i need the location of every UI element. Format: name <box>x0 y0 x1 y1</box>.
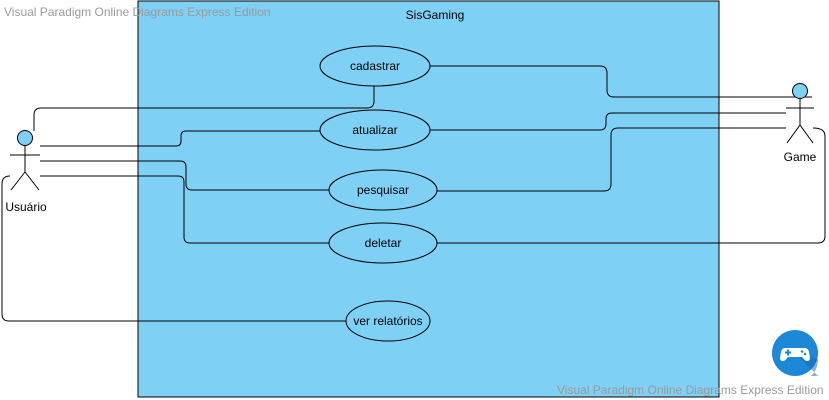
association-game-cadastrar <box>430 65 812 98</box>
system-title: SisGaming <box>405 8 465 22</box>
associations <box>1 65 826 322</box>
actor-game-label: Game <box>783 150 817 164</box>
usecase-cadastrar[interactable] <box>319 45 431 87</box>
usecase-cadastrar-label: cadastrar <box>349 59 401 73</box>
gamepad-icon[interactable] <box>771 329 819 377</box>
association-user-deletar <box>40 175 330 244</box>
actor-usuario-head <box>17 130 33 146</box>
association-user-pesquisar <box>40 160 330 191</box>
usecase-pesquisar[interactable] <box>328 169 438 211</box>
association-game-atualizar <box>430 112 786 131</box>
association-user-cadastrar <box>33 84 375 131</box>
association-user-ver-relatorios <box>1 175 346 322</box>
watermark-bottom: Visual Paradigm Online Diagrams Express … <box>557 383 824 397</box>
actor-usuario[interactable] <box>10 130 40 191</box>
actor-game-head <box>792 83 808 99</box>
association-user-atualizar <box>40 130 320 147</box>
usecase-pesquisar-label: pesquisar <box>356 183 410 197</box>
usecase-atualizar-label: atualizar <box>352 123 398 137</box>
usecase-deletar-label: deletar <box>364 236 402 250</box>
usecase-deletar[interactable] <box>328 222 438 264</box>
usecase-ver-relatorios-label: ver relatórios <box>353 314 423 328</box>
association-game-pesquisar <box>437 127 786 192</box>
usecase-ver-relatorios[interactable] <box>345 300 431 342</box>
association-game-deletar <box>437 127 826 244</box>
actor-usuario-label: Usuário <box>5 200 47 214</box>
usecase-atualizar[interactable] <box>319 109 431 151</box>
actor-game[interactable] <box>786 83 814 144</box>
watermark-top: Visual Paradigm Online Diagrams Express … <box>4 5 271 19</box>
